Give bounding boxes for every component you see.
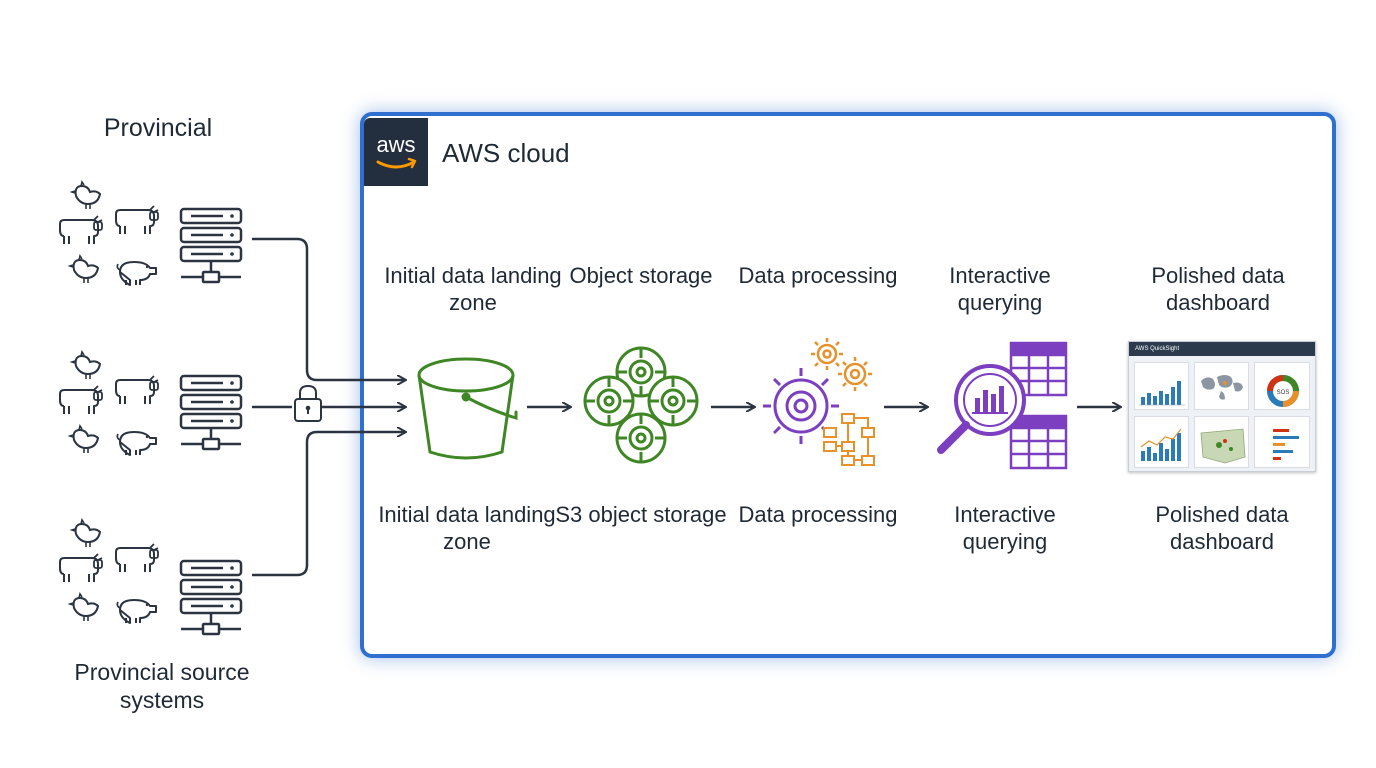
source-group-3 <box>60 520 243 636</box>
stage-2-bottom-label: S3 object storage <box>555 502 727 527</box>
world-map-tile <box>1194 362 1249 410</box>
combo-chart-tile <box>1134 416 1189 468</box>
padlock-icon <box>294 384 322 422</box>
livestock-icons <box>60 520 158 623</box>
dashboard-header: AWS QuickSight <box>1129 342 1315 356</box>
stage-3-top-label: Data processing <box>738 263 898 288</box>
livestock-icons <box>60 182 158 285</box>
provincial-title: Provincial <box>103 114 213 142</box>
server-icon <box>179 374 243 451</box>
provincial-source-systems-label: Provincial source systems <box>74 659 250 713</box>
stage-2-top-label: Object storage <box>569 263 713 288</box>
server-icon <box>179 207 243 284</box>
livestock-icons <box>60 352 158 455</box>
stage-5-top-label: Polished data dashboard <box>1151 263 1285 315</box>
source-group-2 <box>60 352 243 455</box>
aws-cloud-title: AWS cloud <box>442 138 570 168</box>
stage-3-bottom-label: Data processing <box>738 502 898 527</box>
object-storage-icon <box>583 346 699 464</box>
stage-4-top-label: Interactive querying <box>949 263 1051 315</box>
stage-1-top-label: Initial data landing zone <box>384 263 562 315</box>
aws-logo-text: aws <box>376 132 416 157</box>
dashboard-thumbnail: AWS QuickSight SOS <box>1128 341 1316 472</box>
stage-1-bottom-label: Initial data landing zone <box>378 502 556 554</box>
regional-map-tile <box>1194 416 1249 468</box>
magnifier-tables-icon <box>937 341 1068 470</box>
stage-4-bottom-label: Interactive querying <box>954 502 1056 554</box>
source-group-1 <box>60 182 243 285</box>
source-connectors <box>252 237 405 577</box>
horizontal-bar-tile <box>1254 416 1310 468</box>
donut-chart-tile: SOS <box>1254 362 1310 410</box>
aws-logo: aws <box>364 118 428 186</box>
donut-label: SOS <box>1277 390 1290 396</box>
bar-chart-tile <box>1134 362 1189 410</box>
bucket-icon <box>417 357 518 460</box>
stage-5-bottom-label: Polished data dashboard <box>1155 502 1289 554</box>
gears-icon <box>763 338 875 466</box>
server-icon <box>179 559 243 636</box>
